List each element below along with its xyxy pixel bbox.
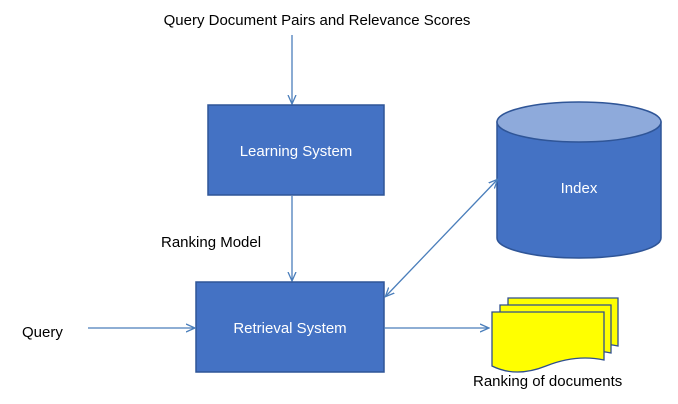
learning-system-box: Learning System [207, 104, 385, 196]
output-label: Ranking of documents [473, 373, 622, 390]
arrow-retrieval-index [386, 180, 497, 296]
query-label: Query [22, 324, 63, 341]
index-cylinder: Index [496, 101, 662, 259]
retrieval-system-label: Retrieval System [233, 320, 346, 337]
top-input-label: Query Document Pairs and Relevance Score… [164, 12, 471, 29]
ranking-model-label: Ranking Model [161, 234, 261, 251]
retrieval-system-box: Retrieval System [195, 281, 385, 373]
learning-system-label: Learning System [240, 143, 353, 160]
index-label: Index [561, 180, 598, 197]
documents-stack-icon [491, 297, 619, 373]
